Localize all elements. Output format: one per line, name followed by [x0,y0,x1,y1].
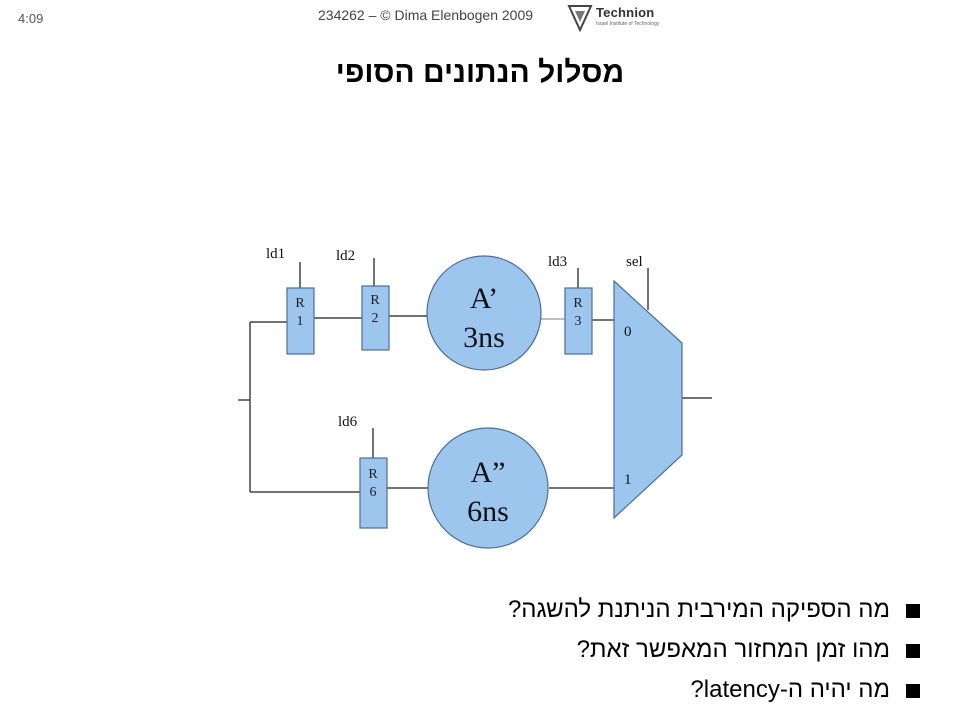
square-bullet-icon [906,684,920,698]
question-text: מה הספיקה המירבית הניתנת להשגה? [507,596,890,623]
unit-a2-delay: 6ns [467,495,509,528]
square-bullet-icon [906,604,920,618]
register-r2-letter: R [370,293,380,308]
register-r6: R 6 [359,457,388,529]
register-r3-letter: R [573,296,583,311]
logo-subtitle: Israel Institute of Technology [596,21,660,27]
logo-text: Technion [596,5,655,20]
register-r6-number: 6 [370,485,377,500]
signal-ld6: ld6 [338,414,358,430]
copyright-text: 234262 – © Dima Elenbogen 2009 [318,7,534,23]
unit-a1: A’ 3ns [426,255,542,371]
register-r3: R 3 [564,287,593,355]
multiplexer: 0 1 [613,279,683,520]
question-item: מה הספיקה המירבית הניתנת להשגה? [508,590,920,630]
unit-a1-delay: 3ns [463,321,505,354]
question-text: מה יהיה ה-latency? [690,676,890,703]
signal-sel: sel [626,254,643,270]
technion-emblem-icon [567,5,593,33]
register-r2: R 2 [361,285,390,351]
slide-number: 4:09 [18,11,44,26]
unit-a2-name: A” [471,456,506,489]
unit-a2: A” 6ns [427,427,549,549]
unit-a1-name: A’ [470,282,498,315]
wires [238,258,712,493]
question-text: מהו זמן המחזור המאפשר זאת? [576,636,890,663]
question-item: מהו זמן המחזור המאפשר זאת? [508,630,920,670]
register-r2-number: 2 [372,311,379,326]
technion-logo: Technion Israel Institute of Technology [566,2,662,34]
signal-ld1: ld1 [266,246,285,262]
signal-ld3: ld3 [548,254,567,270]
register-r1-number: 1 [297,314,304,329]
mux-input-1: 1 [624,472,632,488]
register-r1: R 1 [286,287,315,355]
register-r6-letter: R [368,467,378,482]
question-item: מה יהיה ה-latency? [508,670,920,710]
register-r3-number: 3 [575,314,582,329]
square-bullet-icon [906,644,920,658]
mux-input-0: 0 [624,324,632,340]
signal-ld2: ld2 [336,248,355,264]
question-list: מה הספיקה המירבית הניתנת להשגה? מהו זמן … [508,590,920,710]
slide-title: מסלול הנתונים הסופי [335,56,625,89]
register-r1-letter: R [295,296,305,311]
